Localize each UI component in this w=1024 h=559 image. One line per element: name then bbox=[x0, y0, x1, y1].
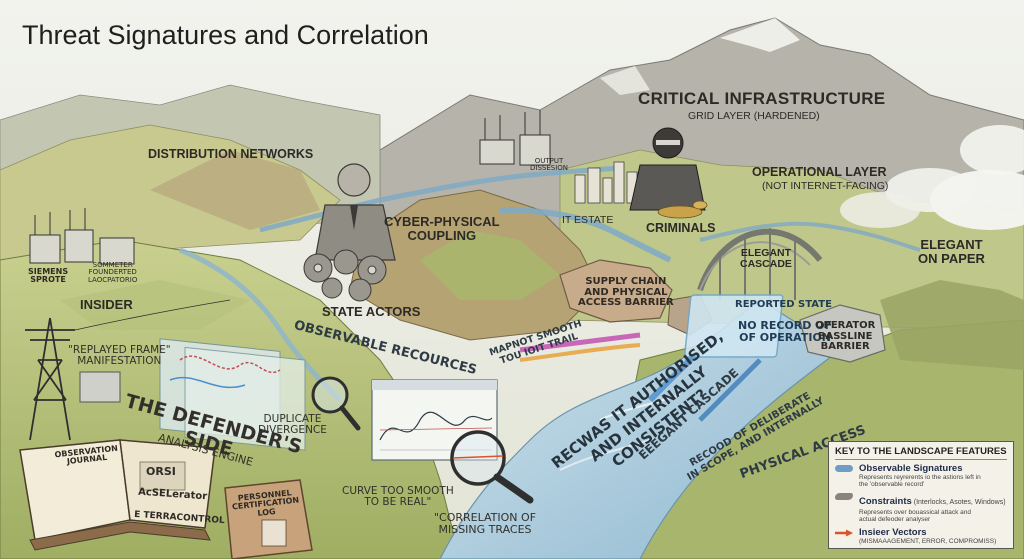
stream-right bbox=[699, 221, 921, 252]
label-operator-baseline: OPERATOR BASSLINE BARRIER bbox=[815, 320, 876, 352]
label-critical-infrastructure: CRITICAL INFRASTRUCTURE bbox=[638, 89, 886, 108]
arch-bridge bbox=[697, 228, 823, 291]
it-estate-city bbox=[574, 161, 638, 204]
substation-top bbox=[479, 110, 551, 166]
defender-book bbox=[19, 439, 216, 551]
legend-item-name: Constraints bbox=[859, 496, 912, 508]
legend-item-name: Insieer Vectors bbox=[859, 526, 927, 538]
label-curve-too-smooth: CURVE TOO SMOOTH TO BE REAL" bbox=[342, 485, 454, 509]
far-mountains bbox=[379, 17, 1024, 241]
label-duplicate-divergence: DUPLICATE DIVERGENCE bbox=[258, 413, 327, 437]
label-insider: INSIDER bbox=[80, 297, 133, 312]
label-criminals: CRIMINALS bbox=[646, 221, 716, 235]
label-not-internet-facing: (NOT INTERNET-FACING) bbox=[762, 180, 889, 192]
curve-chart-screen bbox=[371, 379, 498, 461]
legend-item-name-suffix: (Interlocks, Asotes, Windows) bbox=[911, 499, 1006, 507]
stream-it bbox=[499, 207, 672, 263]
substation-left bbox=[29, 208, 135, 265]
legend-item-insider-vectors: Insieer Vectors (MISMAAAGEMENT, ERROR, C… bbox=[835, 527, 1007, 545]
label-output-dissesion: OUTPUT DISSESION bbox=[530, 157, 569, 173]
label-elegant-on-paper: ELEGANT ON PAPER bbox=[918, 237, 985, 266]
label-elegant-cascade-top: ELEGANT CASCADE bbox=[740, 247, 792, 271]
legend-item-name: Observable Signatures bbox=[859, 463, 963, 474]
legend-title: KEY TO THE LANDSCAPE FEATURES bbox=[835, 446, 1007, 460]
operator-baseline-rock bbox=[799, 304, 886, 363]
label-cyber-physical-coupling: CYBER-PHYSICAL COUPLING bbox=[384, 214, 500, 243]
label-supply-chain: SUPPLY CHAIN AND PHYSICAL ACCESS BARRIER bbox=[578, 276, 674, 308]
legend-item-desc: (MISMAAAGEMENT, ERROR, COMPROMISS) bbox=[859, 537, 997, 545]
gears bbox=[303, 249, 387, 302]
page-title: Threat Signatures and Correlation bbox=[22, 20, 429, 50]
state-actor-figure bbox=[314, 163, 396, 261]
magnifier-large bbox=[450, 430, 534, 504]
label-replayed-frame: "REPLAYED FRAME" MANIFESTATION bbox=[68, 344, 171, 368]
legend-item-observable-signatures: Observable Signatures Represents reyrere… bbox=[835, 463, 1007, 488]
label-siemens-sprote: SIEMENS SPROTE bbox=[28, 267, 69, 285]
legend-item-desc: Represents over bouassical attack and ac… bbox=[859, 509, 972, 524]
observable-screens bbox=[159, 338, 306, 451]
label-it-estate: IT ESTATE bbox=[562, 214, 614, 226]
label-grid-layer: GRID LAYER (HARDENED) bbox=[688, 110, 820, 122]
certification-log bbox=[224, 479, 313, 559]
power-pylon bbox=[25, 299, 231, 441]
reported-state-panel bbox=[684, 294, 784, 358]
legend-item-desc: Represents reyrerents io the astions lef… bbox=[859, 474, 981, 489]
legend-swatch-signatures bbox=[835, 465, 853, 472]
arrow-icon bbox=[835, 529, 853, 537]
label-reported-state: REPORTED STATE bbox=[735, 299, 832, 310]
legend-item-constraints: Constraints (Interlocks, Asotes, Windows… bbox=[835, 491, 1007, 523]
magnifier-small bbox=[311, 376, 361, 431]
label-no-record: NO RECORD OF OF OPERATION bbox=[738, 319, 833, 344]
label-sommeter: SOMMETER FOUNDERTED LAOCPATORIO bbox=[88, 261, 138, 284]
label-operational-layer: OPERATIONAL LAYER bbox=[752, 165, 887, 179]
stream-upper bbox=[259, 165, 621, 233]
legend-box: KEY TO THE LANDSCAPE FEATURES Observable… bbox=[828, 441, 1014, 549]
label-orsi: ORSI bbox=[146, 465, 176, 478]
label-state-actors: STATE ACTORS bbox=[322, 304, 421, 319]
label-correlation-missing: "CORRELATION OF MISSING TRACES bbox=[434, 511, 537, 536]
criminal-figure bbox=[629, 127, 708, 219]
supply-chain-rock bbox=[559, 259, 673, 323]
legend-swatch-constraints bbox=[835, 493, 853, 501]
label-distribution-networks: DISTRIBUTION NETWORKS bbox=[148, 147, 314, 161]
main-river bbox=[439, 299, 842, 559]
